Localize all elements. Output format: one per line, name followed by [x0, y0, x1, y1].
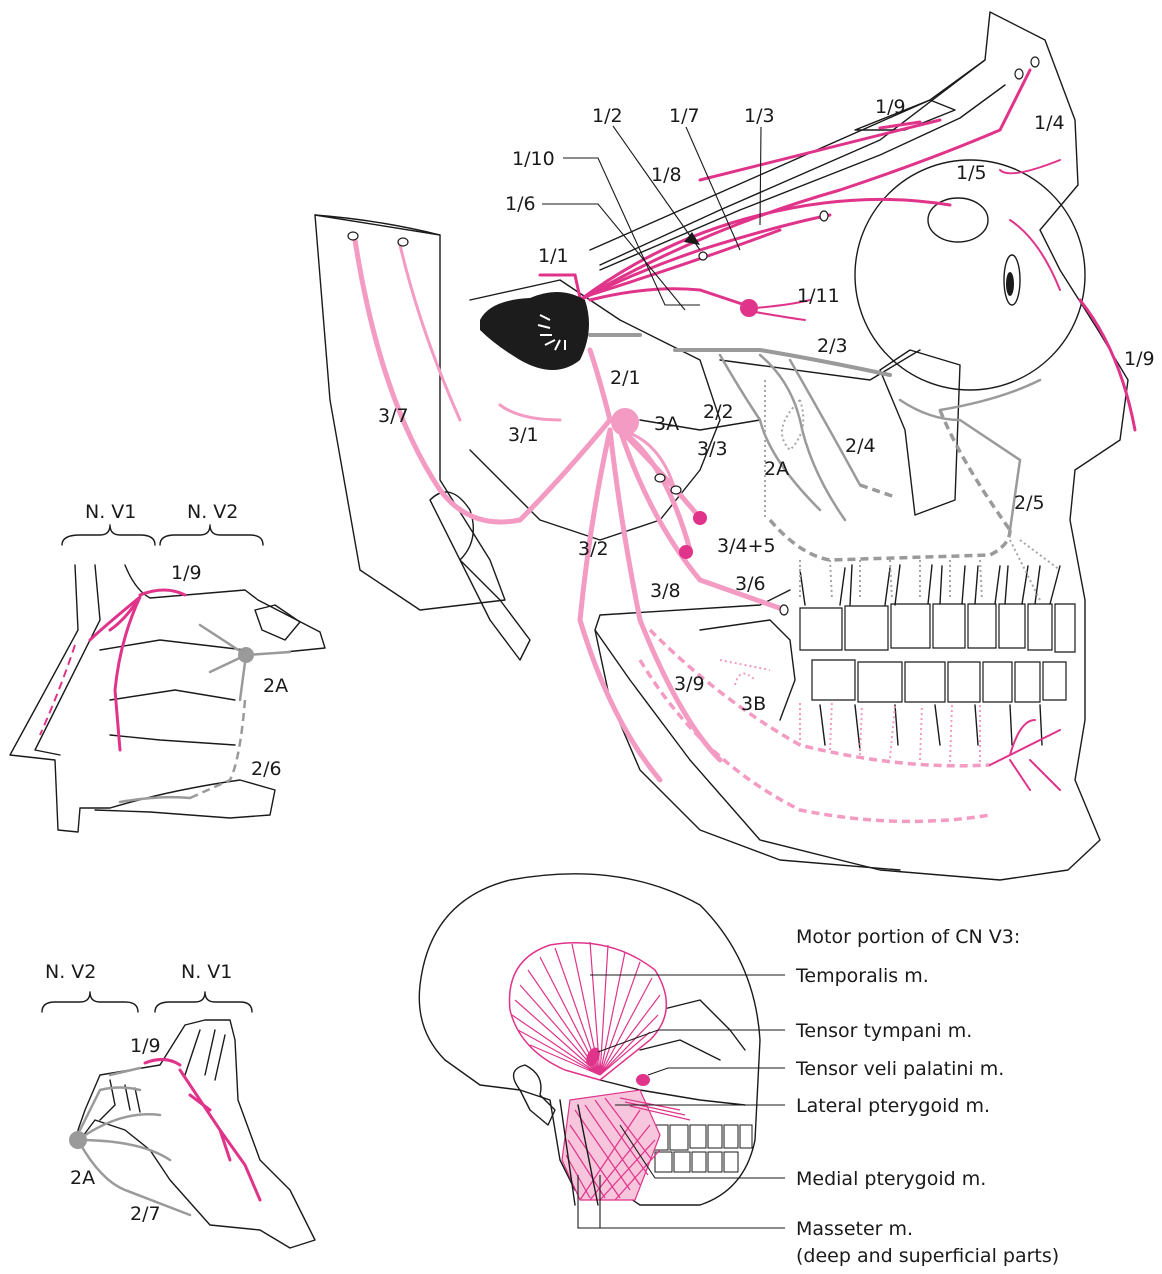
- muscle-masseter: Masseter m.: [796, 1218, 913, 1240]
- label-1-11: 1/11: [797, 285, 840, 307]
- trigeminal-ganglion: [480, 292, 589, 370]
- upper-teeth: [800, 604, 1075, 652]
- label-3-7: 3/7: [378, 405, 409, 427]
- label-2-3: 2/3: [817, 335, 848, 357]
- zygoma: [640, 350, 920, 430]
- leader-1-3: [760, 127, 761, 225]
- label-1-10: 1/10: [512, 148, 555, 170]
- left-bottom-bracket-right: N. V1: [181, 961, 232, 983]
- left-bottom-bracket-left: N. V2: [45, 961, 96, 983]
- label-3-8: 3/8: [650, 580, 681, 602]
- v2-branches-bottom: [78, 1068, 190, 1215]
- masseter-note: (deep and superficial parts): [796, 1245, 1059, 1267]
- left-bottom-nasal-view: N. V2 N. V1 1/9 2A 2/7: [42, 961, 315, 1248]
- leader-tensor-veli: [648, 1068, 785, 1075]
- left-top-label-1-9: 1/9: [171, 562, 202, 584]
- left-bottom-label-2A: 2A: [70, 1167, 95, 1189]
- tensor-veli-palatini-mark: [636, 1074, 650, 1086]
- bracket-v1-bottom: [155, 992, 252, 1012]
- eyeball: [855, 160, 1085, 390]
- leader-1-2: [613, 126, 700, 250]
- label-3-9: 3/9: [674, 673, 705, 695]
- maxillary-nerve-v2: [590, 335, 1060, 600]
- label-1-3: 1/3: [744, 105, 775, 127]
- brow-ridge: [590, 60, 985, 250]
- pupil: [1006, 272, 1014, 296]
- muscle-tensor-tympani: Tensor tympani m.: [795, 1020, 972, 1042]
- label-2-4: 2/4: [845, 435, 876, 457]
- muscle-medial-pterygoid: Medial pterygoid m.: [796, 1168, 986, 1190]
- nasal-outline-top: [10, 565, 275, 832]
- label-1-1: 1/1: [538, 245, 569, 267]
- label-3-1: 3/1: [508, 424, 539, 446]
- label-2-5: 2/5: [1014, 492, 1045, 514]
- nasal-outline-bottom: [78, 1020, 315, 1248]
- mandible: [595, 620, 900, 870]
- label-3-4-5: 3/4+5: [717, 535, 776, 557]
- foramen-circles: [348, 57, 1039, 615]
- muscle-lateral-pterygoid: Lateral pterygoid m.: [796, 1095, 990, 1117]
- left-top-bracket-left: N. V1: [85, 501, 136, 523]
- label-3-6: 3/6: [735, 573, 766, 595]
- bracket-v2-top: [160, 525, 263, 545]
- maxilla: [880, 350, 960, 515]
- label-2-2: 2/2: [703, 401, 734, 423]
- left-top-label-2A: 2A: [263, 675, 288, 697]
- label-1-7: 1/7: [669, 105, 700, 127]
- mandibular-nerve-v3: [355, 240, 1060, 821]
- label-3B: 3B: [741, 693, 766, 715]
- inset-teeth: [650, 1125, 752, 1172]
- label-2-1: 2/1: [610, 367, 641, 389]
- otic-ganglion: [611, 408, 639, 436]
- nasal-nerve-top: [90, 590, 185, 750]
- bracket-v1-top: [62, 525, 155, 545]
- label-1-6: 1/6: [505, 193, 536, 215]
- label-1-9-right: 1/9: [1124, 348, 1155, 370]
- left-top-label-2-6: 2/6: [251, 758, 282, 780]
- v2-palate-top: [120, 797, 190, 802]
- label-1-2: 1/2: [592, 105, 623, 127]
- label-3A: 3A: [654, 413, 679, 435]
- label-3-2: 3/2: [578, 538, 609, 560]
- temporal-bone-slab: [315, 215, 505, 610]
- label-1-8: 1/8: [651, 164, 682, 186]
- bracket-v2-bottom: [42, 992, 138, 1012]
- nasal-nerve-bottom: [145, 1059, 260, 1200]
- label-3-3: 3/3: [697, 438, 728, 460]
- label-1-4: 1/4: [1034, 112, 1065, 134]
- muscle-temporalis: Temporalis m.: [795, 965, 929, 987]
- left-bottom-label-1-9: 1/9: [130, 1035, 161, 1057]
- label-1-5: 1/5: [956, 162, 987, 184]
- motor-inset: Motor portion of CN V3: Temporalis m. Te…: [419, 874, 1059, 1267]
- motor-title: Motor portion of CN V3:: [796, 926, 1020, 948]
- eyeball-muscle: [928, 198, 988, 242]
- label-2A: 2A: [764, 458, 789, 480]
- muscle-tensor-veli-palatini: Tensor veli palatini m.: [795, 1058, 1004, 1080]
- lower-teeth: [812, 660, 1066, 750]
- left-top-nasal-view: N. V1 N. V2 1/9 2A 2/6: [10, 501, 325, 832]
- label-1-9-top: 1/9: [875, 96, 906, 118]
- left-bottom-label-2-7: 2/7: [130, 1203, 161, 1225]
- v3-branch-dot-2: [679, 545, 693, 559]
- upper-tooth-roots: [800, 565, 1060, 605]
- leader-1-7: [686, 127, 740, 250]
- v3-branch-dot-1: [693, 511, 707, 525]
- left-top-bracket-right: N. V2: [187, 501, 238, 523]
